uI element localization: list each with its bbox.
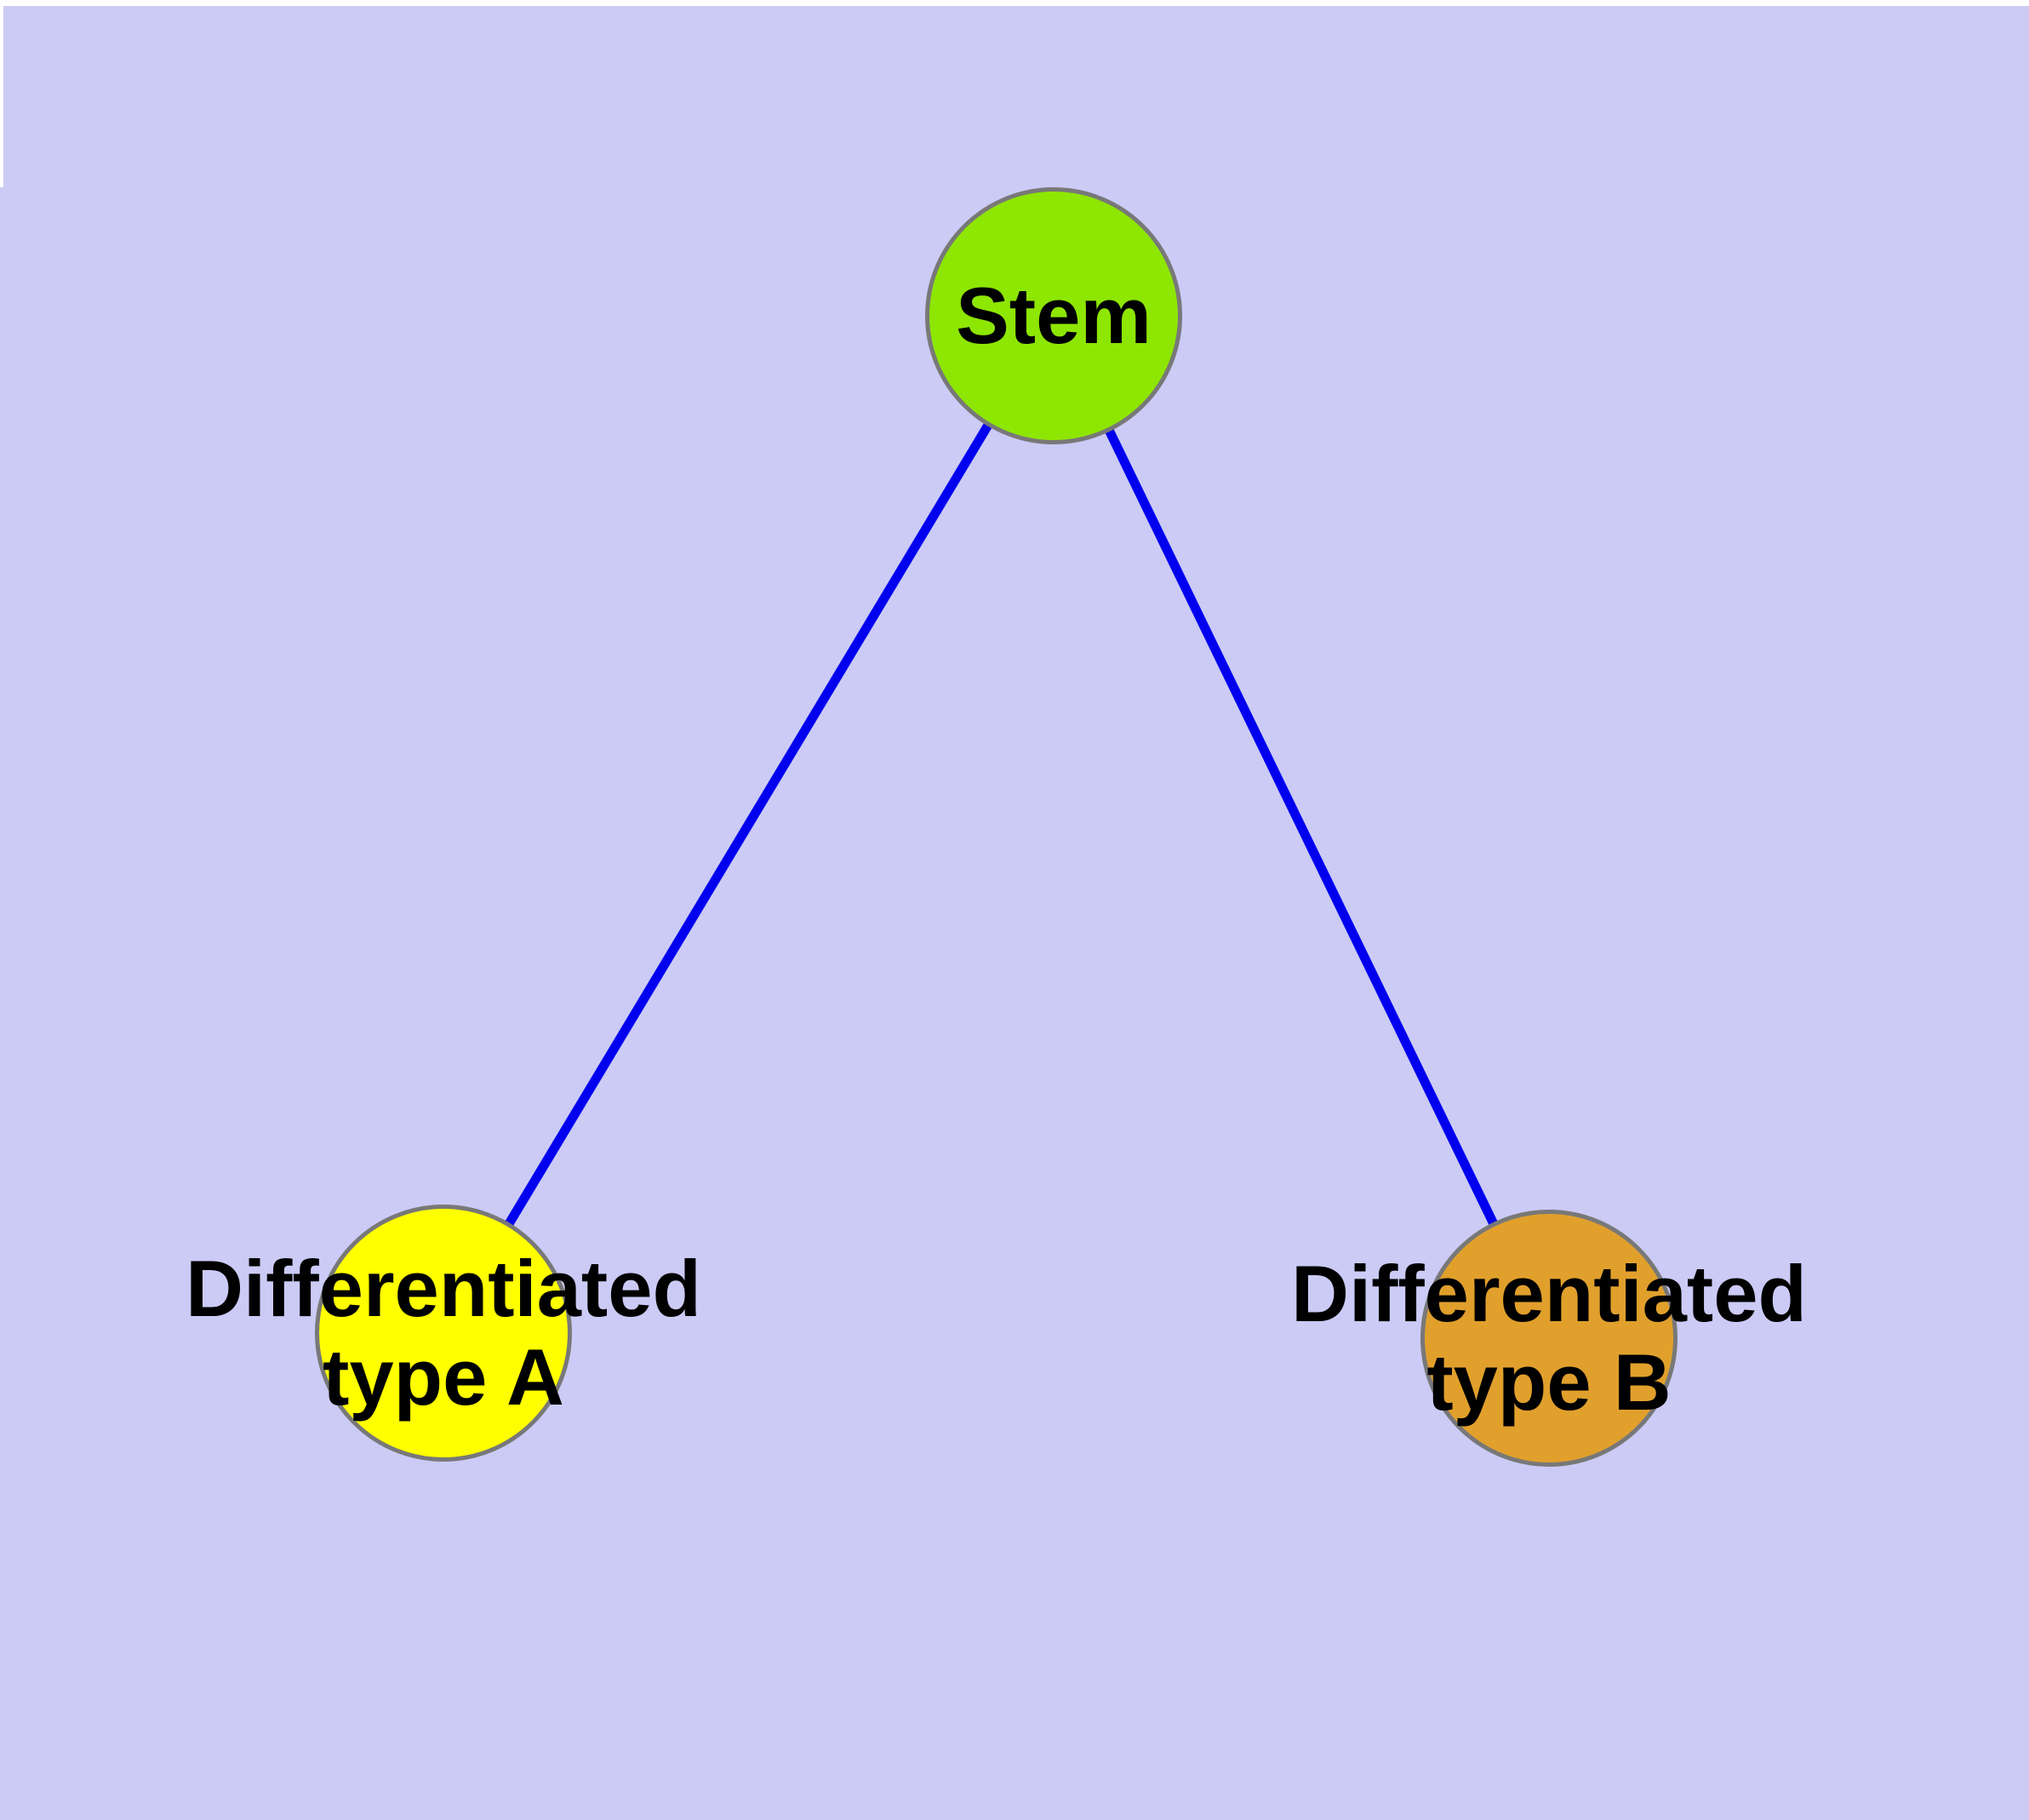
- node-typeB-circle: [1420, 1210, 1677, 1467]
- node-stem-label: Stem: [956, 272, 1152, 360]
- label-line: Differentiated: [1291, 1249, 1807, 1338]
- top-margin: [0, 0, 2029, 6]
- edge-stem-to-typeA: [439, 313, 1058, 1336]
- label-line: type A: [323, 1332, 564, 1422]
- label-line: Differentiated: [186, 1244, 701, 1333]
- node-stem-circle: [925, 187, 1182, 444]
- node-typeA-label: Differentiated type A: [186, 1245, 701, 1422]
- left-margin: [0, 0, 3, 187]
- node-typeA-circle: [315, 1205, 572, 1462]
- label-line: type B: [1426, 1337, 1672, 1427]
- label-line: Stem: [956, 271, 1152, 360]
- edge-stem-to-typeB: [1049, 313, 1553, 1341]
- node-typeB-label: Differentiated type B: [1291, 1250, 1807, 1427]
